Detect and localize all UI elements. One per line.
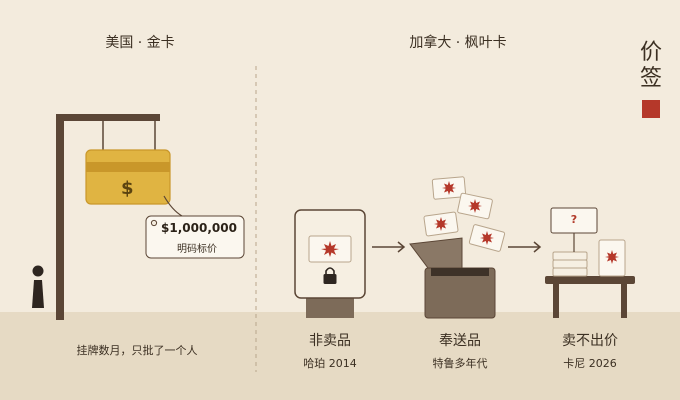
step-2-label: 奉送品	[439, 333, 481, 349]
question-mark: ?	[570, 213, 578, 226]
left-panel-title: 美国 · 金卡	[105, 35, 175, 51]
step-2-sub: 特鲁多年代	[432, 357, 488, 370]
person-figure	[32, 265, 44, 308]
side-stamp-char-1: 价	[640, 40, 663, 65]
flying-tag-3	[423, 211, 459, 237]
arrow-2-icon	[508, 241, 542, 253]
right-panel-title: 加拿大 · 枫叶卡	[409, 35, 507, 51]
step-3-sub: 卡尼 2026	[563, 357, 617, 370]
step-1-sub: 哈珀 2014	[303, 357, 357, 370]
open-box	[409, 237, 496, 319]
table	[545, 276, 635, 318]
price-tag	[145, 215, 245, 259]
card-dollar-symbol: $	[121, 178, 134, 199]
flying-tag-4	[468, 224, 506, 252]
unsold-card	[598, 239, 626, 277]
tag-price: $1,000,000	[161, 221, 237, 235]
card-stack	[552, 251, 588, 277]
lock-icon	[323, 267, 337, 284]
question-sign	[550, 207, 598, 252]
step-1-label: 非卖品	[309, 333, 351, 349]
gold-card	[85, 149, 171, 205]
seal-icon	[321, 241, 339, 257]
flying-tag-2	[457, 192, 493, 220]
arrow-1-icon	[372, 241, 406, 253]
tag-string	[163, 195, 183, 217]
flying-tag-1	[431, 176, 467, 200]
display-case	[294, 209, 366, 318]
side-stamp-char-2: 签	[640, 66, 663, 91]
left-panel-caption: 挂牌数月，只批了一个人	[76, 344, 198, 357]
step-3-label: 卖不出价	[562, 333, 618, 349]
signpost	[56, 114, 160, 320]
ground-band	[0, 312, 680, 400]
side-seal-icon	[642, 100, 660, 118]
tag-label: 明码标价	[177, 244, 217, 255]
